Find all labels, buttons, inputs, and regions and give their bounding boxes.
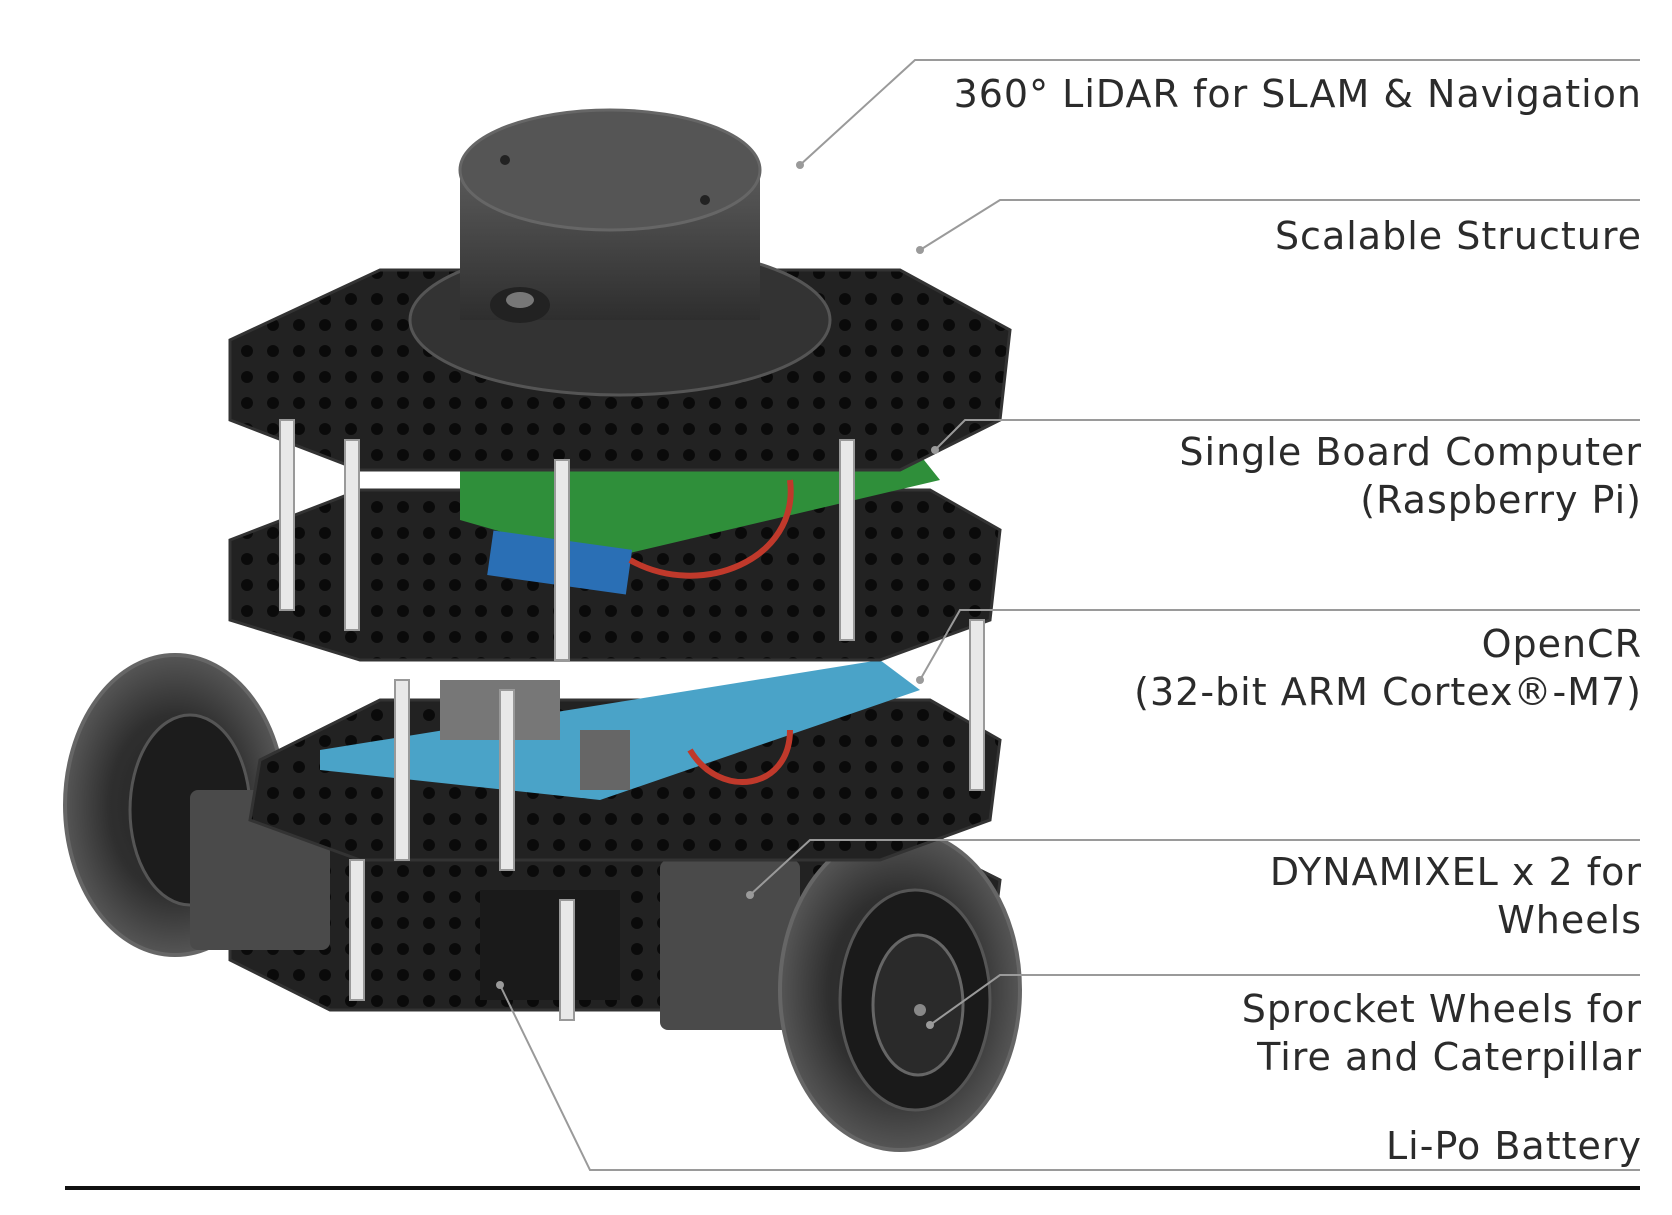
label-lidar-line-1: 360° LiDAR for SLAM & Navigation xyxy=(953,72,1642,116)
label-dynamixel: DYNAMIXEL x 2 for Wheels xyxy=(1270,848,1642,944)
label-single-board-computer: Single Board Computer (Raspberry Pi) xyxy=(1179,428,1642,524)
label-sprocket-line-1: Sprocket Wheels for xyxy=(1241,987,1642,1031)
lidar-sensor xyxy=(408,108,832,397)
battery-pack xyxy=(480,890,620,1000)
label-sprocket-line-2: Tire and Caterpillar xyxy=(1257,1035,1642,1079)
label-opencr-line-1: OpenCR xyxy=(1481,622,1642,666)
label-li-po-battery: Li-Po Battery xyxy=(1386,1122,1642,1170)
label-structure-line-1: Scalable Structure xyxy=(1274,214,1642,258)
label-opencr-line-2: (32-bit ARM Cortex®-M7) xyxy=(1134,670,1642,714)
label-scalable-structure: Scalable Structure xyxy=(1275,212,1642,260)
opencr-plate xyxy=(248,660,1002,862)
right-wheel xyxy=(660,828,1022,1152)
leader-dots xyxy=(496,161,939,1029)
label-sbc-line-2: (Raspberry Pi) xyxy=(1360,478,1642,522)
leader-lines xyxy=(499,59,1640,1171)
label-dynamixel-line-2: Wheels xyxy=(1497,898,1642,942)
standoffs xyxy=(279,419,985,1021)
label-sprocket-wheels: Sprocket Wheels for Tire and Caterpillar xyxy=(1242,985,1642,1081)
baseline-rule xyxy=(65,1186,1640,1190)
label-dynamixel-line-1: DYNAMIXEL x 2 for xyxy=(1269,850,1642,894)
label-sbc-line-1: Single Board Computer xyxy=(1179,430,1642,474)
label-opencr: OpenCR (32-bit ARM Cortex®-M7) xyxy=(1134,620,1642,716)
label-battery-line-1: Li-Po Battery xyxy=(1386,1124,1642,1168)
label-lidar: 360° LiDAR for SLAM & Navigation xyxy=(954,70,1642,118)
